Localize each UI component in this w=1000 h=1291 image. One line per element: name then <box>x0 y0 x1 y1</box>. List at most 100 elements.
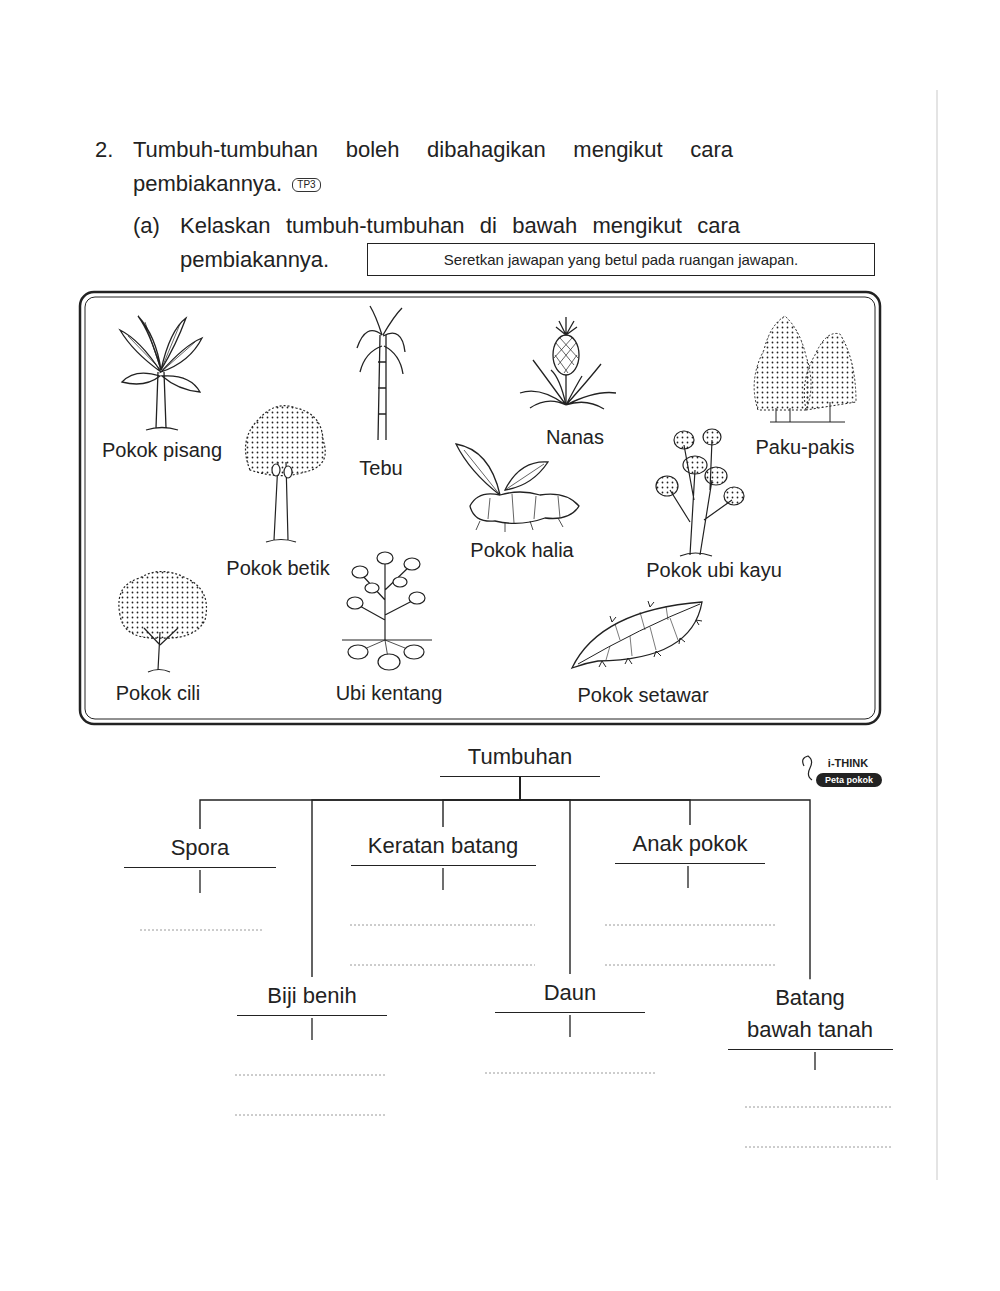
plant-label: Pokok halia <box>470 539 573 561</box>
potato-plant <box>365 583 379 593</box>
plant-label-box: Pokok setawar <box>577 683 708 707</box>
plant-label: Nanas <box>546 426 604 448</box>
plant-label-box: Pokok betik <box>226 556 329 580</box>
plant-label: Pokok ubi kayu <box>646 559 782 581</box>
category-label: Batang bawah tanah <box>744 982 876 1046</box>
papaya-tree <box>284 466 292 478</box>
pineapple-plant <box>520 360 616 409</box>
ginger-plant <box>476 518 563 532</box>
cassava-plant <box>656 429 744 556</box>
plant-label-box: Pokok halia <box>470 538 573 562</box>
potato-plant <box>377 552 393 564</box>
category-label: Spora <box>132 832 268 864</box>
plant-label: Ubi kentang <box>336 682 443 704</box>
papaya-tree <box>246 406 326 542</box>
potato-plant <box>378 654 400 670</box>
bryophyllum-leaf <box>606 606 678 660</box>
plant-label-box: Paku-pakis <box>756 435 855 459</box>
ginger-plant <box>456 444 579 532</box>
fern-plant <box>770 402 845 422</box>
tree-connector <box>200 777 520 829</box>
pineapple-plant <box>554 338 578 373</box>
question-number-box: 2. <box>95 133 113 167</box>
ginger-plant <box>488 494 560 523</box>
chili-plant <box>119 572 207 639</box>
cassava-plant <box>680 553 712 556</box>
potato-plant <box>347 597 363 609</box>
cassava-plant <box>683 456 707 474</box>
ithink-logo <box>803 756 882 787</box>
sugarcane-plant <box>357 306 405 440</box>
plant-label-box: Nanas <box>546 425 604 449</box>
category-label: Anak pokok <box>623 828 757 860</box>
category-label: Tumbuhan <box>448 741 592 773</box>
plant-label-box: Ubi kentang <box>336 681 443 705</box>
plant-label-box: Pokok pisang <box>102 438 222 462</box>
category-label: Biji benih <box>245 980 379 1012</box>
tree-connector <box>312 777 520 977</box>
potato-plant <box>393 577 407 587</box>
category-heading: Daun <box>495 977 645 1013</box>
ginger-plant <box>464 450 500 495</box>
answer-lines <box>140 866 893 1147</box>
tree-connector <box>520 777 810 979</box>
level-badge: TP3 <box>292 178 320 192</box>
sugarcane-plant <box>383 308 402 335</box>
bryophyllum-leaf <box>572 602 702 668</box>
sugarcane-plant <box>378 335 386 440</box>
potato-plant <box>404 558 420 570</box>
pineapple-plant <box>556 317 577 335</box>
banana-plant <box>120 316 202 430</box>
cassava-plant <box>705 467 727 485</box>
plant-frame <box>80 292 880 724</box>
chili-plant <box>148 670 170 673</box>
pineapple-plant <box>520 317 616 409</box>
cassava-plant <box>656 476 678 496</box>
ginger-plant <box>505 464 544 490</box>
plant-label: Tebu <box>359 457 402 479</box>
category-heading: Biji benih <box>237 980 387 1016</box>
banana-plant <box>128 322 195 372</box>
plant-label-box: Tebu <box>359 456 402 480</box>
chili-plant <box>119 572 207 673</box>
tree-connector <box>443 777 520 827</box>
plant-label: Pokok cili <box>116 682 200 704</box>
logo-text-box: i-THINK <box>828 757 868 770</box>
ginger-plant <box>470 492 579 523</box>
banana-plant <box>138 316 161 370</box>
subquestion-letter: (a) <box>133 213 160 238</box>
question-text: Tumbuh-tumbuhan boleh dibahagikan mengik… <box>133 137 733 196</box>
category-heading: Batang bawah tanah <box>728 982 893 1050</box>
root-heading: Tumbuhan <box>440 741 600 777</box>
ginger-plant <box>505 462 548 490</box>
category-heading: Keratan batang <box>351 830 536 866</box>
category-heading: Anak pokok <box>615 828 765 864</box>
potato-plant <box>409 592 425 604</box>
plant-label-box: Pokok cili <box>116 681 200 705</box>
instruction-text: Seretkan jawapan yang betul pada ruangan… <box>376 244 866 275</box>
sugarcane-plant <box>370 306 382 335</box>
plant-label-box: Pokok ubi kayu <box>646 558 782 582</box>
plant-label: Paku-pakis <box>756 436 855 458</box>
tree-connector <box>520 777 570 974</box>
fern-plant <box>804 333 856 410</box>
ithink-logo <box>803 756 812 780</box>
bryophyllum-leaf <box>578 604 700 664</box>
plant-frame <box>80 292 880 724</box>
papaya-tree <box>272 464 280 476</box>
potato-plant <box>342 552 432 670</box>
plant-label: Pokok setawar <box>577 684 708 706</box>
answer-lines <box>140 925 893 1147</box>
papaya-tree <box>246 406 326 476</box>
cassava-plant <box>724 487 744 505</box>
potato-plant <box>404 645 424 659</box>
cassava-plant <box>674 431 694 449</box>
banana-plant <box>122 373 160 384</box>
fern-plant <box>754 316 811 410</box>
category-label: Keratan batang <box>359 830 528 862</box>
tree-connector <box>520 777 690 825</box>
sugarcane-plant <box>378 362 386 414</box>
sugarcane-plant <box>360 346 382 372</box>
